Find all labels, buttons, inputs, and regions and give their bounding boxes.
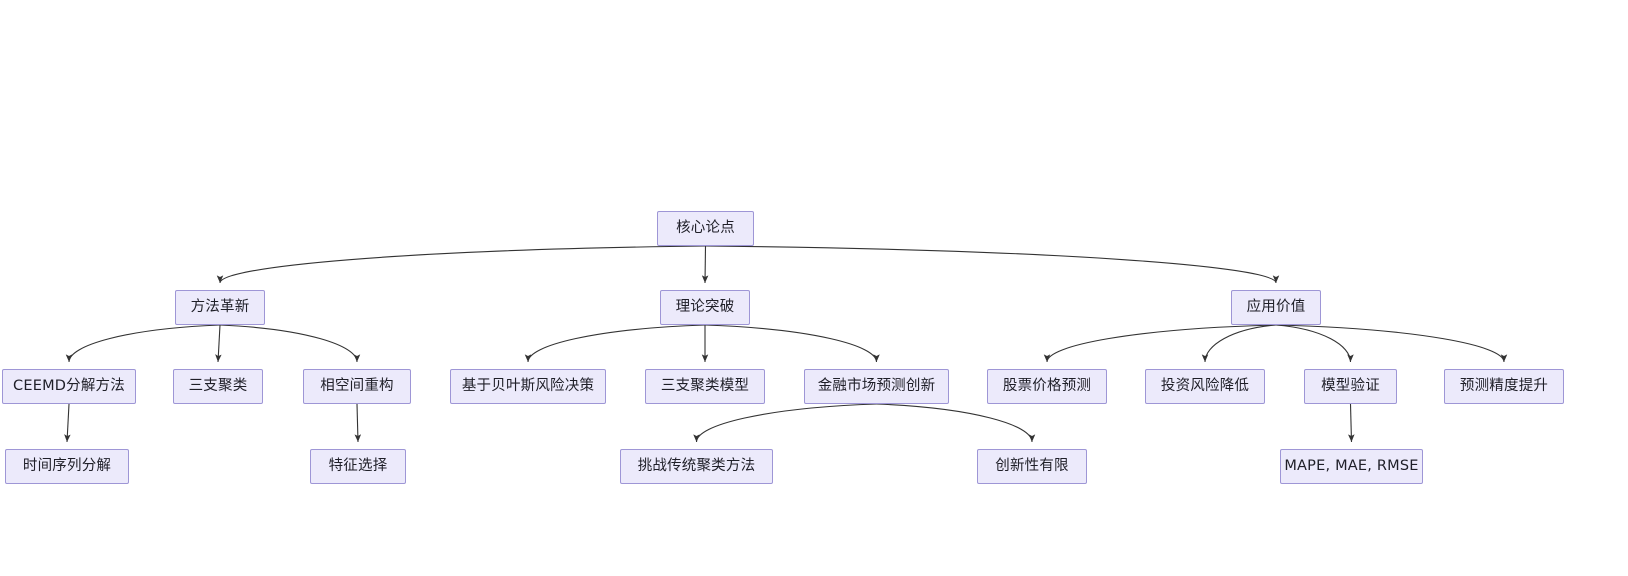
diagram-node-label: 投资风险降低 bbox=[1160, 378, 1250, 395]
diagram-node-label: 理论突破 bbox=[675, 299, 735, 316]
diagram-node[interactable]: 三支聚类模型 bbox=[645, 369, 765, 404]
diagram-edge bbox=[65, 324, 221, 363]
diagram-node[interactable]: 预测精度提升 bbox=[1444, 369, 1564, 404]
diagram-node-label: 方法革新 bbox=[190, 299, 250, 316]
diagram-node-label: 预测精度提升 bbox=[1459, 378, 1549, 395]
diagram-node-label: 创新性有限 bbox=[995, 458, 1069, 475]
diagram-node-label: 挑战传统聚类方法 bbox=[637, 458, 756, 475]
diagram-edge bbox=[354, 403, 362, 443]
diagram-edge bbox=[64, 403, 71, 443]
diagram-node-label: MAPE, MAE, RMSE bbox=[1284, 458, 1419, 475]
diagram-node-label: 模型验证 bbox=[1321, 378, 1380, 395]
diagram-node[interactable]: 相空间重构 bbox=[303, 369, 411, 404]
diagram-node-label: 相空间重构 bbox=[320, 378, 394, 395]
diagram-edge bbox=[1275, 324, 1354, 363]
diagram-edge bbox=[1043, 324, 1277, 363]
diagram-node-label: 股票价格预测 bbox=[1002, 378, 1092, 395]
diagram-node[interactable]: 股票价格预测 bbox=[987, 369, 1107, 404]
diagram-edge bbox=[876, 403, 1036, 443]
diagram-node[interactable]: 基于贝叶斯风险决策 bbox=[450, 369, 606, 404]
edge-layer bbox=[64, 245, 1508, 443]
diagram-edge bbox=[1275, 324, 1508, 363]
diagram-node[interactable]: MAPE, MAE, RMSE bbox=[1280, 449, 1423, 484]
diagram-edge bbox=[524, 324, 706, 363]
diagram-node-label: 时间序列分解 bbox=[22, 458, 112, 475]
diagram-node[interactable]: 时间序列分解 bbox=[5, 449, 129, 484]
diagram-node[interactable]: 投资风险降低 bbox=[1145, 369, 1265, 404]
diagram-node-label: 基于贝叶斯风险决策 bbox=[461, 378, 595, 395]
diagram-node[interactable]: 理论突破 bbox=[660, 290, 750, 325]
diagram-edge bbox=[219, 324, 361, 363]
diagram-node[interactable]: 金融市场预测创新 bbox=[804, 369, 949, 404]
diagram-edge bbox=[705, 245, 1280, 284]
diagram-edge bbox=[1201, 324, 1277, 363]
diagram-edge bbox=[1347, 403, 1355, 443]
diagram-node[interactable]: 核心论点 bbox=[657, 211, 754, 246]
diagram-edge bbox=[216, 245, 706, 284]
diagram-node-label: 核心论点 bbox=[676, 220, 735, 237]
diagram-node[interactable]: CEEMD分解方法 bbox=[2, 369, 136, 404]
diagram-node[interactable]: 方法革新 bbox=[175, 290, 265, 325]
diagram-node-label: 金融市场预测创新 bbox=[817, 378, 936, 395]
diagram-node-label: CEEMD分解方法 bbox=[13, 378, 125, 395]
diagram-node-label: 三支聚类模型 bbox=[660, 378, 750, 395]
diagram-node[interactable]: 三支聚类 bbox=[173, 369, 263, 404]
diagram-node-label: 特征选择 bbox=[328, 458, 388, 475]
diagram-edge bbox=[215, 324, 222, 363]
diagram-node[interactable]: 挑战传统聚类方法 bbox=[620, 449, 773, 484]
diagram-node[interactable]: 创新性有限 bbox=[977, 449, 1087, 484]
diagram-edge bbox=[701, 245, 709, 284]
diagram-node[interactable]: 特征选择 bbox=[310, 449, 406, 484]
diagram-node[interactable]: 模型验证 bbox=[1304, 369, 1397, 404]
diagram-node-label: 三支聚类 bbox=[188, 378, 248, 395]
diagram-node-label: 应用价值 bbox=[1246, 299, 1306, 316]
diagram-edge bbox=[704, 324, 880, 363]
diagram-node[interactable]: 应用价值 bbox=[1231, 290, 1321, 325]
diagram-edge bbox=[693, 403, 877, 443]
